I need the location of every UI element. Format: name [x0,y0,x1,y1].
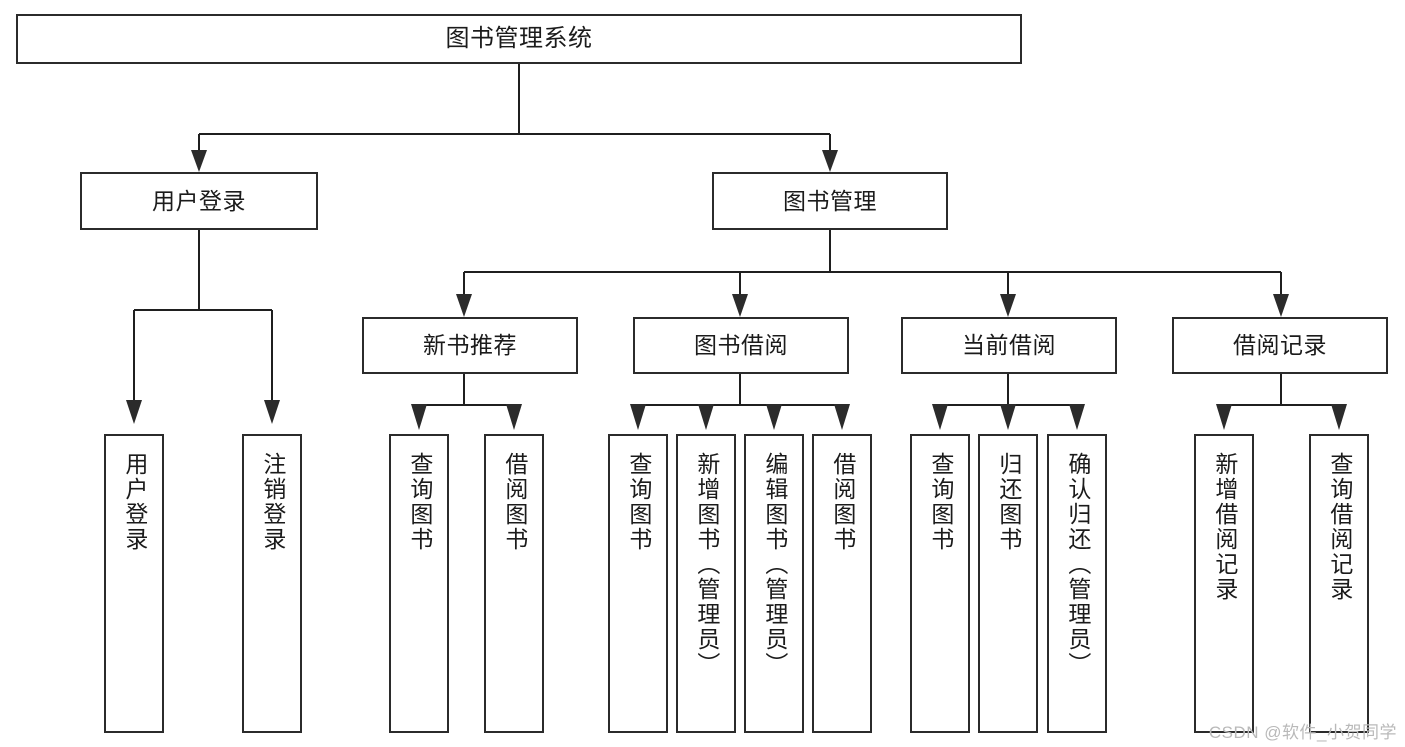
leaf-book-borrow-3-label: 编辑图书（管理员） [761,452,788,677]
node-new-book-recommend[interactable]: 新书推荐 [362,317,578,374]
arrow-head-leaf-borrow-3 [766,404,782,430]
node-book-management-label: 图书管理 [783,187,877,214]
arrow-head-user-login [191,150,207,172]
leaf-book-borrow-2[interactable]: 新增图书（管理员） [676,434,736,733]
leaf-book-borrow-1[interactable]: 查询图书 [608,434,668,733]
leaf-user-login-2[interactable]: 注销登录 [242,434,302,733]
node-current-borrow[interactable]: 当前借阅 [901,317,1117,374]
arrow-head-book-borrow [732,294,748,317]
node-root-label: 图书管理系统 [445,25,593,53]
leaf-user-login-2-label: 注销登录 [259,452,286,552]
leaf-user-login-1[interactable]: 用户登录 [104,434,164,733]
leaf-current-borrow-3[interactable]: 确认归还（管理员） [1047,434,1107,733]
arrow-head-leaf-borrow-1 [630,404,646,430]
arrow-head-leaf-current-1 [932,404,948,430]
leaf-new-book-1-label: 查询图书 [406,452,433,552]
node-book-borrow-label: 图书借阅 [694,332,788,359]
arrow-head-leaf-record-2 [1331,404,1347,430]
leaf-book-borrow-3[interactable]: 编辑图书（管理员） [744,434,804,733]
node-user-login-label: 用户登录 [152,187,246,214]
arrow-head-leaf-user-2 [264,400,280,424]
node-borrow-record-label: 借阅记录 [1233,332,1327,359]
leaf-new-book-2[interactable]: 借阅图书 [484,434,544,733]
leaf-borrow-record-1[interactable]: 新增借阅记录 [1194,434,1254,733]
leaf-current-borrow-3-label: 确认归还（管理员） [1064,452,1091,677]
leaf-current-borrow-1-label: 查询图书 [927,452,954,552]
arrow-head-borrow-record [1273,294,1289,317]
leaf-new-book-2-label: 借阅图书 [501,452,528,552]
leaf-book-borrow-4[interactable]: 借阅图书 [812,434,872,733]
arrow-head-leaf-newbook-2 [506,404,522,430]
leaf-book-borrow-4-label: 借阅图书 [829,452,856,552]
watermark: CSDN @软件_小贺同学 [1208,723,1397,742]
arrow-head-current-borrow [1000,294,1016,317]
node-new-book-recommend-label: 新书推荐 [423,332,517,359]
leaf-current-borrow-1[interactable]: 查询图书 [910,434,970,733]
leaf-new-book-1[interactable]: 查询图书 [389,434,449,733]
arrow-head-leaf-borrow-2 [698,404,714,430]
leaf-user-login-1-label: 用户登录 [121,452,148,552]
leaf-book-borrow-1-label: 查询图书 [625,452,652,552]
leaf-borrow-record-2[interactable]: 查询借阅记录 [1309,434,1369,733]
node-book-management[interactable]: 图书管理 [712,172,948,230]
leaf-borrow-record-2-label: 查询借阅记录 [1326,452,1353,602]
leaf-borrow-record-1-label: 新增借阅记录 [1211,452,1238,602]
leaf-book-borrow-2-label: 新增图书（管理员） [693,452,720,677]
arrow-head-leaf-user-1 [126,400,142,424]
node-user-login[interactable]: 用户登录 [80,172,318,230]
arrow-head-leaf-newbook-1 [411,404,427,430]
arrow-head-leaf-current-2 [1000,404,1016,430]
leaf-current-borrow-2-label: 归还图书 [995,452,1022,552]
node-book-borrow[interactable]: 图书借阅 [633,317,849,374]
arrow-head-leaf-record-1 [1216,404,1232,430]
node-current-borrow-label: 当前借阅 [962,332,1056,359]
arrow-head-leaf-current-3 [1069,404,1085,430]
leaf-current-borrow-2[interactable]: 归还图书 [978,434,1038,733]
arrow-head-leaf-borrow-4 [834,404,850,430]
arrow-head-new-book [456,294,472,317]
node-root[interactable]: 图书管理系统 [16,14,1022,64]
node-borrow-record[interactable]: 借阅记录 [1172,317,1388,374]
arrow-head-book-manage [822,150,838,172]
